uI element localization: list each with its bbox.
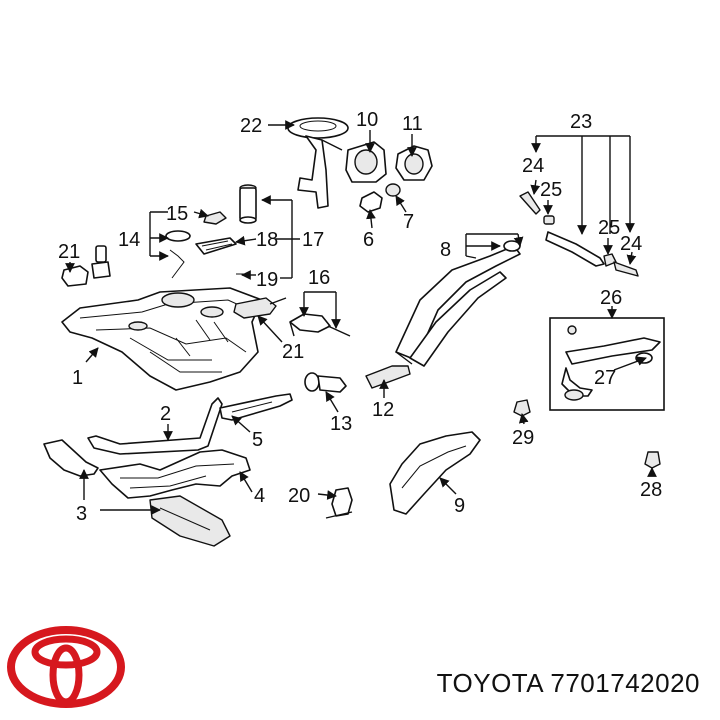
part-number: 7701742020 — [550, 668, 700, 698]
fuel-filler-door — [345, 141, 387, 183]
callout-29: 29 — [512, 427, 534, 449]
callout-12: 12 — [372, 399, 394, 421]
callout-6: 6 — [363, 229, 374, 251]
fuel-pump-assembly — [287, 117, 349, 209]
leader-lines — [65, 120, 657, 515]
callout-9: 9 — [454, 495, 465, 517]
check-valve — [325, 487, 353, 519]
callout-4: 4 — [254, 485, 265, 507]
callout-16: 16 — [308, 267, 330, 289]
pump-accessories — [165, 211, 244, 279]
callout-21-left: 21 — [58, 241, 80, 263]
callout-19: 19 — [256, 269, 278, 291]
grommet — [385, 183, 401, 197]
part-caption: TOYOTA 7701742020 — [370, 668, 700, 699]
fuel-pump — [239, 184, 257, 224]
callout-10: 10 — [356, 109, 378, 131]
callout-5: 5 — [252, 429, 263, 451]
callout-15: 15 — [166, 203, 188, 225]
callout-21-bottom: 21 — [282, 341, 304, 363]
filler-housing — [395, 145, 433, 181]
callout-25-top: 25 — [540, 179, 562, 201]
callout-7: 7 — [403, 211, 414, 233]
hose-clamp — [304, 372, 347, 393]
clips — [513, 399, 661, 469]
callout-13: 13 — [330, 413, 352, 435]
callout-20: 20 — [288, 485, 310, 507]
callout-8: 8 — [440, 239, 451, 261]
callout-1: 1 — [72, 367, 83, 389]
callout-27: 27 — [594, 367, 616, 389]
callout-17: 17 — [302, 229, 324, 251]
heat-protector — [99, 449, 251, 499]
fuel-cap — [359, 191, 383, 213]
vent-tube-kit — [549, 317, 665, 411]
filler-hose — [365, 365, 411, 389]
filler-pipe-protector — [389, 431, 481, 515]
brand-name: TOYOTA — [436, 668, 543, 698]
callout-labels: 1 2 3 4 5 6 7 8 9 10 11 12 13 14 15 16 1… — [58, 109, 662, 525]
callout-2: 2 — [160, 403, 171, 425]
callout-14: 14 — [118, 229, 140, 251]
heat-insulator-left — [43, 439, 231, 547]
callout-3: 3 — [76, 503, 87, 525]
vent-lines — [519, 191, 639, 277]
callout-22: 22 — [240, 115, 262, 137]
filler-neck-pipe — [395, 240, 521, 367]
callout-28: 28 — [640, 479, 662, 501]
hose-set — [289, 313, 351, 337]
callout-24-right: 24 — [620, 233, 642, 255]
fuel-tank — [61, 287, 263, 391]
toyota-emblem-icon — [7, 626, 125, 708]
callout-25-right: 25 — [598, 217, 620, 239]
tank-strap — [87, 397, 223, 455]
callout-26: 26 — [600, 287, 622, 309]
callout-18: 18 — [256, 229, 278, 251]
strap-bracket — [219, 393, 293, 421]
callout-24-top: 24 — [522, 155, 544, 177]
callout-11: 11 — [402, 113, 423, 135]
callout-23: 23 — [570, 111, 592, 133]
fuel-filter — [233, 297, 287, 319]
